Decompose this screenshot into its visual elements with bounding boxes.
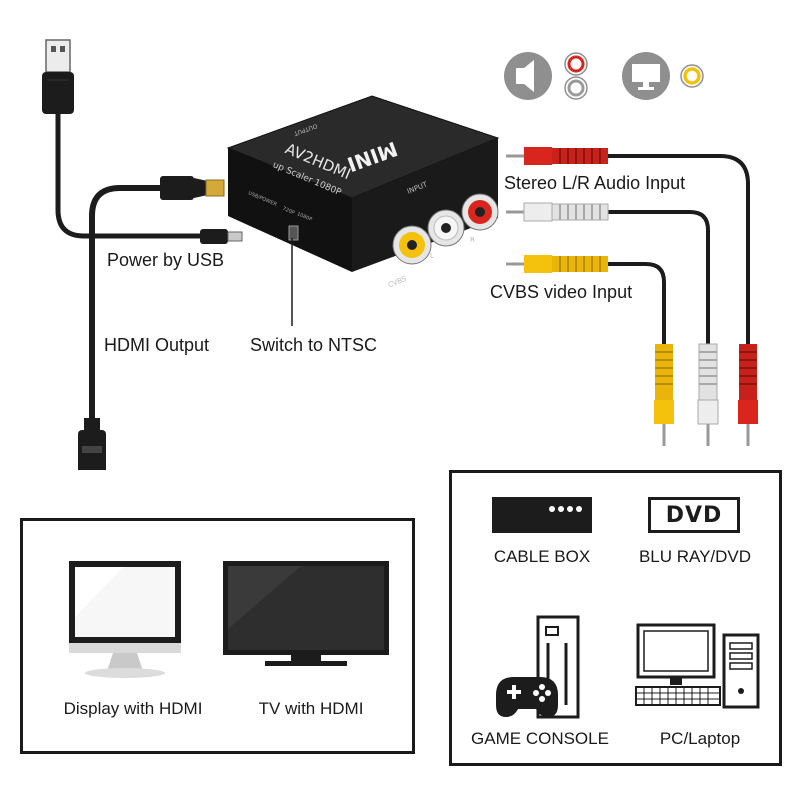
source-label-bluray-dvd: BLU RAY/DVD: [638, 547, 752, 566]
rca-red-cable: [608, 154, 750, 346]
rca-white-cable: [608, 210, 710, 346]
device-1080-label: 1080P: [296, 211, 313, 223]
pc-icon: [635, 623, 760, 709]
device-r-label: R: [470, 236, 475, 244]
yellow-jack-icon: [680, 64, 704, 88]
audio-l-socket-icon: [427, 209, 465, 247]
connection-diagram: MINI AV2HDMI up Scaler 1080P OUTPUT INPU…: [42, 39, 758, 470]
switch-to-ntsc-label: Switch to NTSC: [250, 335, 378, 355]
dvd-badge-text: DVD: [665, 502, 723, 528]
output-label-display: Display with HDMI: [63, 699, 203, 718]
speaker-icon: [504, 52, 552, 100]
hdmi-plug-top-icon: [160, 176, 225, 200]
micro-usb-plug-icon: [200, 229, 243, 244]
power-by-usb-label: Power by USB: [107, 250, 225, 270]
red-white-jack-icon: [564, 52, 588, 100]
dvd-icon: DVD: [648, 497, 740, 533]
output-label-tv: TV with HDMI: [258, 699, 364, 718]
hdmi-output-label: HDMI Output: [104, 335, 210, 355]
rca-white-vertical-plug-icon: [697, 343, 719, 446]
device-cvbs-label: CVBS: [387, 275, 408, 290]
stereo-audio-input-label: Stereo L/R Audio Input: [504, 173, 686, 193]
rca-yellow-plug-icon: [506, 255, 608, 273]
hdmi-plug-bottom-icon: [78, 418, 106, 470]
hdmi-cable: [89, 185, 160, 420]
game-console-icon: [496, 615, 580, 719]
monitor-small-icon: [622, 52, 670, 100]
device-720-label: 720P: [281, 206, 295, 216]
cable-box-icon: [492, 497, 592, 533]
rca-white-plug-icon: [506, 202, 609, 222]
usb-cable: [55, 112, 205, 239]
av-sources-panel: CABLE BOX DVD BLU RAY/DVD GAME CONSOLE: [449, 470, 782, 766]
device-l-label: L: [430, 252, 434, 260]
rca-red-plug-icon: [506, 147, 608, 165]
display-monitor-icon: [69, 561, 181, 678]
rca-red-vertical-plug-icon: [738, 344, 758, 446]
ntsc-switch: [288, 225, 299, 241]
source-label-game-console: GAME CONSOLE: [471, 729, 609, 748]
tv-icon: [223, 561, 389, 666]
audio-r-socket-icon: [461, 193, 499, 231]
rca-yellow-cable: [608, 262, 666, 346]
hdmi-outputs-panel: Display with HDMI TV with HDMI: [20, 518, 415, 754]
cvbs-video-input-label: CVBS video Input: [490, 282, 633, 302]
rca-yellow-vertical-plug-icon: [654, 344, 674, 446]
cvbs-socket-icon: [392, 225, 432, 265]
source-label-pc-laptop: PC/Laptop: [659, 729, 741, 748]
usb-plug-icon: [42, 39, 74, 114]
source-label-cable-box: CABLE BOX: [493, 547, 591, 566]
av2hdmi-converter-icon: MINI AV2HDMI up Scaler 1080P OUTPUT INPU…: [226, 95, 500, 290]
